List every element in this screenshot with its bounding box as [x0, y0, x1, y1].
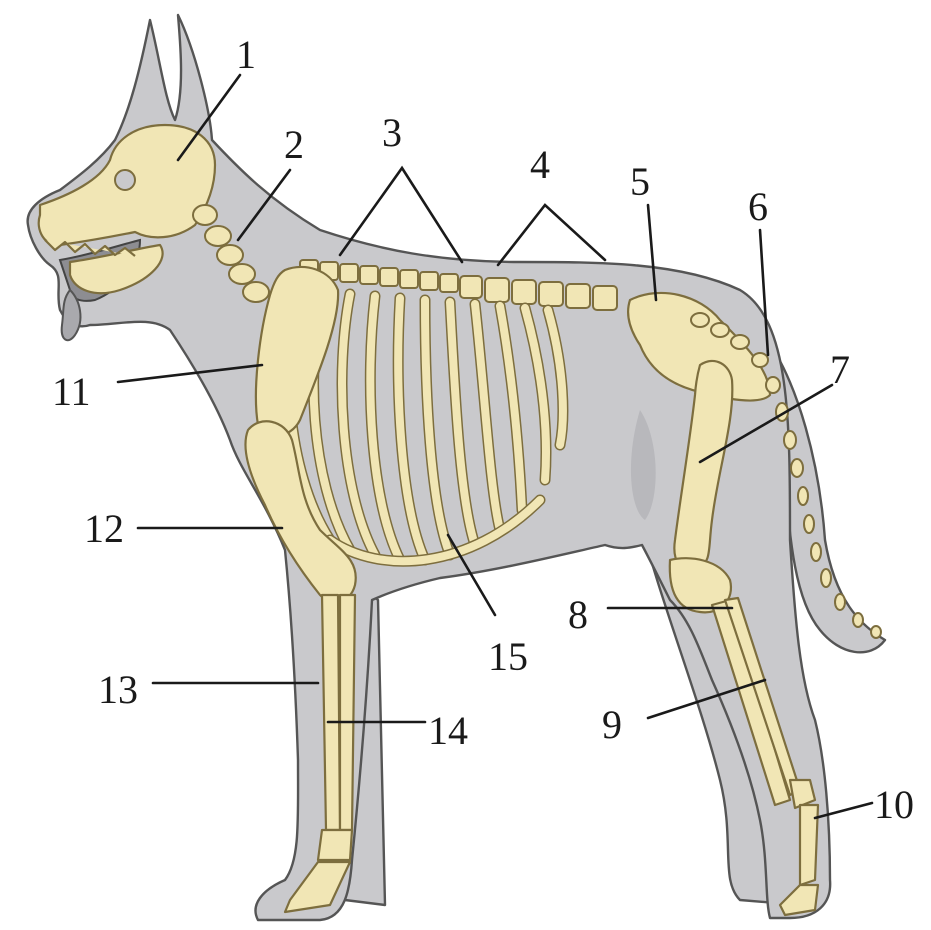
leader-4: [498, 205, 605, 265]
label-5: 5: [630, 159, 650, 204]
label-10: 10: [874, 782, 914, 827]
label-12: 12: [84, 506, 124, 551]
label-3: 3: [382, 110, 402, 155]
label-1: 1: [236, 32, 256, 77]
label-11: 11: [52, 369, 91, 414]
label-4: 4: [530, 142, 550, 187]
label-13: 13: [98, 667, 138, 712]
label-8: 8: [568, 592, 588, 637]
label-6: 6: [748, 184, 768, 229]
label-7: 7: [830, 347, 850, 392]
label-15: 15: [488, 634, 528, 679]
label-14: 14: [428, 708, 468, 753]
label-2: 2: [284, 122, 304, 167]
label-9: 9: [602, 702, 622, 747]
